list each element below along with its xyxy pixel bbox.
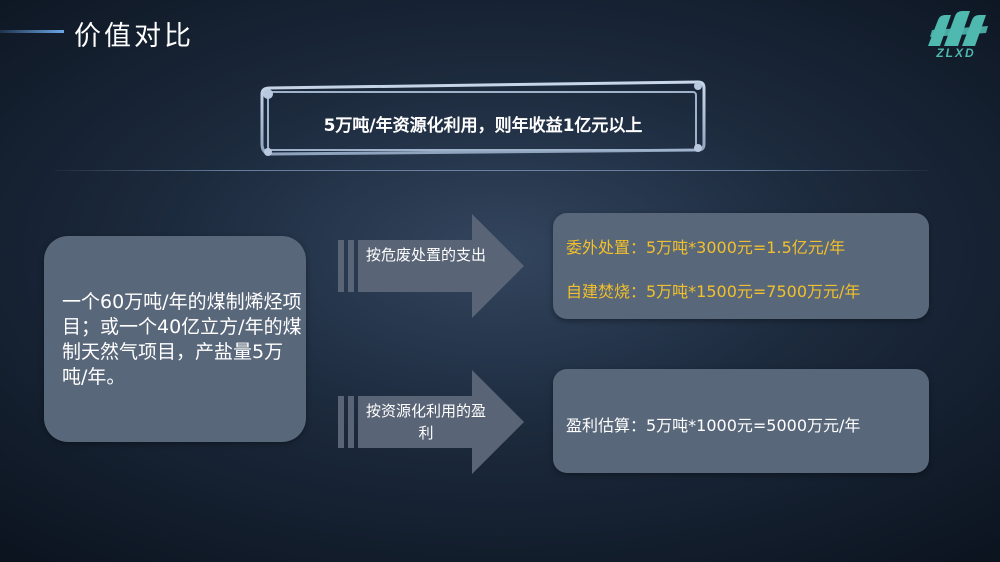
arrow-right-icon [338, 370, 524, 474]
arrow-label-cost: 按危废处置的支出 [365, 246, 486, 264]
cost-outsourced-text: 委外处置：5万吨*3000元=1.5亿元/年 [566, 238, 846, 257]
banner-text: 5万吨/年资源化利用，则年收益1亿元以上 [323, 115, 643, 136]
zlxd-logo-icon [928, 11, 988, 46]
cost-incineration-text: 自建焚烧：5万吨*1500元=7500万元/年 [566, 282, 861, 301]
scroll-banner [260, 80, 706, 156]
profit-estimate-text: 盈利估算：5万吨*1000元=5000万元/年 [566, 416, 861, 435]
logo-text: ZLXD [936, 46, 976, 60]
cost-box [553, 213, 929, 319]
section-divider [56, 170, 928, 171]
arrow-right-icon [338, 214, 524, 318]
page-title: 价值对比 [74, 21, 194, 52]
arrow-label-profit: 按资源化利用的盈利 [365, 402, 486, 442]
project-description-text: 一个60万吨/年的煤制烯烃项目；或一个40亿立方/年的煤制天然气项目，产盐量5万… [62, 291, 302, 388]
profit-box [553, 369, 929, 473]
project-description-box [44, 236, 306, 442]
header-accent-line [0, 30, 64, 33]
